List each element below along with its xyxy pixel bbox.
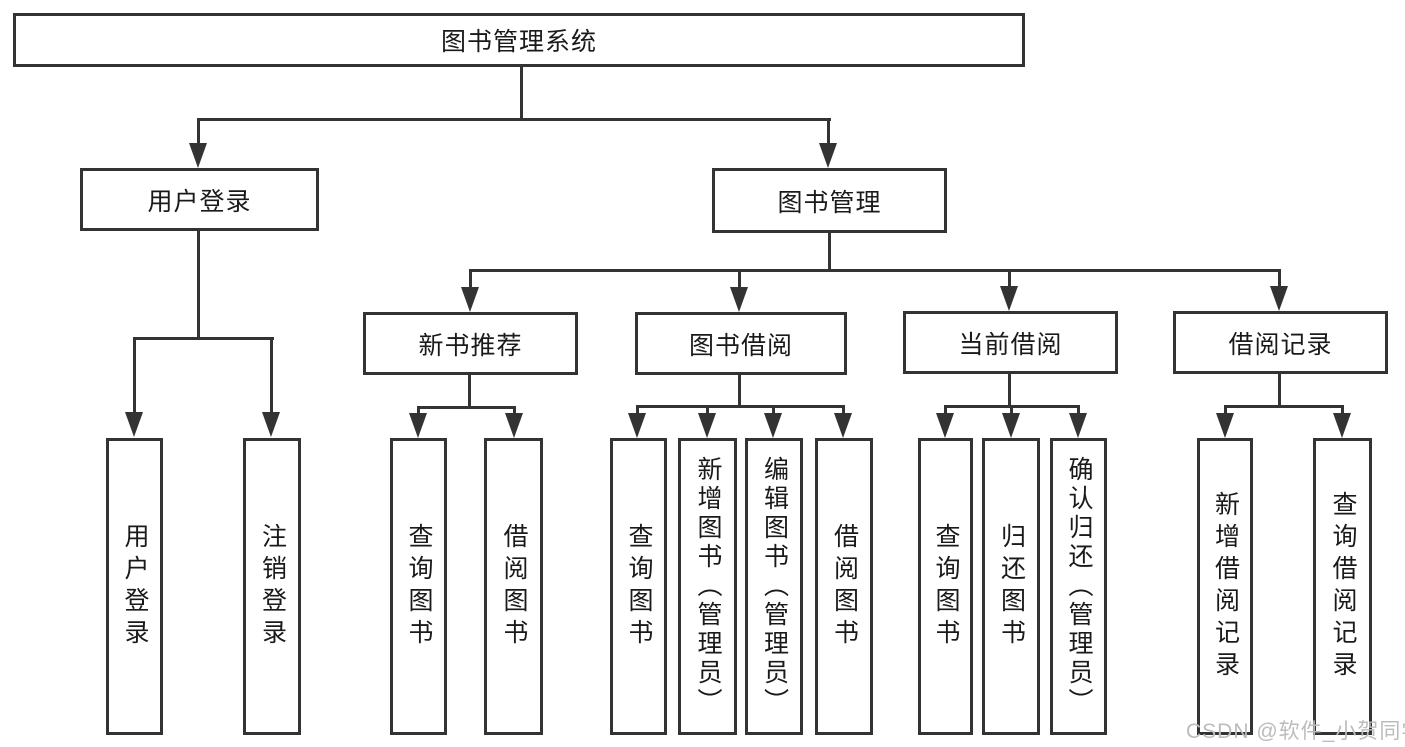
connector-shaft-current-borrowing — [1008, 269, 1011, 290]
connector-shaft-new-book — [469, 269, 472, 290]
connector-records-stem — [1278, 374, 1281, 408]
connector-borrow-rail — [636, 405, 845, 408]
leaf-records-query-record: 查询借阅记录 — [1313, 438, 1372, 735]
arrowhead-user-login — [189, 143, 207, 168]
connector-records-rail — [1224, 405, 1344, 408]
connector-shaft-borrow-edit — [772, 405, 775, 418]
connector-shaft-newbook-query — [417, 406, 420, 418]
connector-shaft-borrowing-records — [1278, 269, 1281, 290]
arrowhead-current-query — [936, 413, 954, 438]
arrowhead-records-add — [1216, 413, 1234, 438]
arrowhead-borrow-query — [628, 413, 646, 438]
arrowhead-borrow-borrow — [834, 413, 852, 438]
node-user-login: 用户登录 — [80, 168, 319, 231]
connector-shaft-book-management — [827, 118, 830, 145]
connector-shaft-user-login — [197, 118, 200, 145]
arrowhead-current-borrowing — [1000, 286, 1018, 311]
connector-manage-stem — [828, 233, 831, 272]
arrowhead-borrow-edit — [764, 413, 782, 438]
connector-level2-rail — [197, 118, 831, 121]
arrowhead-leaf-logout — [262, 412, 280, 437]
arrowhead-borrow-add — [698, 413, 716, 438]
connector-login-rail — [133, 337, 274, 340]
arrowhead-book-management — [819, 143, 837, 168]
leaf-borrow-edit-books-admin: 编辑图书（管理员） — [745, 438, 803, 735]
leaf-user-login: 用户登录 — [106, 438, 163, 735]
leaf-newbook-borrow-books: 借阅图书 — [484, 438, 543, 735]
node-borrowing-records: 借阅记录 — [1173, 311, 1388, 374]
leaf-current-confirm-return-admin: 确认归还（管理员） — [1050, 438, 1107, 735]
leaf-borrow-add-books-admin: 新增图书（管理员） — [678, 438, 737, 735]
arrowhead-current-return — [1002, 413, 1020, 438]
arrowhead-current-confirm — [1069, 413, 1087, 438]
node-book-management: 图书管理 — [712, 168, 947, 233]
arrowhead-leaf-user-login — [125, 412, 143, 437]
leaf-current-query-books: 查询图书 — [918, 438, 973, 735]
leaf-borrow-query-books: 查询图书 — [610, 438, 667, 735]
arrowhead-newbook-query — [409, 413, 427, 438]
connector-level3-rail — [469, 269, 1281, 272]
leaf-current-return-books: 归还图书 — [982, 438, 1040, 735]
node-new-book-recommend: 新书推荐 — [363, 312, 578, 375]
connector-shaft-current-confirm — [1077, 405, 1080, 418]
connector-shaft-current-return — [1010, 405, 1013, 418]
connector-shaft-newbook-borrow — [513, 406, 516, 418]
leaf-records-add-record: 新增借阅记录 — [1197, 438, 1253, 735]
leaf-logout: 注销登录 — [243, 438, 301, 735]
watermark: CSDN @软件_小贺同学 — [1186, 720, 1405, 743]
node-library-system: 图书管理系统 — [13, 13, 1025, 67]
connector-root-stem — [520, 67, 523, 120]
arrowhead-book-borrowing — [730, 287, 748, 312]
arrowhead-records-query — [1333, 413, 1351, 438]
connector-shaft-leaf-logout — [270, 337, 273, 414]
connector-shaft-book-borrowing — [738, 269, 741, 290]
node-book-borrowing: 图书借阅 — [635, 312, 847, 375]
connector-login-stem — [197, 231, 200, 339]
node-current-borrowing: 当前借阅 — [903, 311, 1118, 374]
connector-shaft-records-query — [1341, 405, 1344, 418]
connector-borrow-stem — [738, 375, 741, 408]
connector-shaft-records-add — [1224, 405, 1227, 418]
connector-shaft-leaf-user-login — [133, 337, 136, 414]
connector-shaft-current-query — [944, 405, 947, 418]
connector-newbook-stem — [468, 375, 471, 409]
connector-shaft-borrow-borrow — [842, 405, 845, 418]
arrowhead-newbook-borrow — [505, 413, 523, 438]
arrowhead-borrowing-records — [1270, 286, 1288, 311]
leaf-borrow-borrow-books: 借阅图书 — [815, 438, 873, 735]
connector-current-stem — [1008, 374, 1011, 408]
leaf-newbook-query-books: 查询图书 — [390, 438, 447, 735]
arrowhead-new-book — [461, 287, 479, 312]
connector-shaft-borrow-add — [706, 405, 709, 418]
connector-newbook-rail — [417, 406, 516, 409]
connector-shaft-borrow-query — [636, 405, 639, 418]
